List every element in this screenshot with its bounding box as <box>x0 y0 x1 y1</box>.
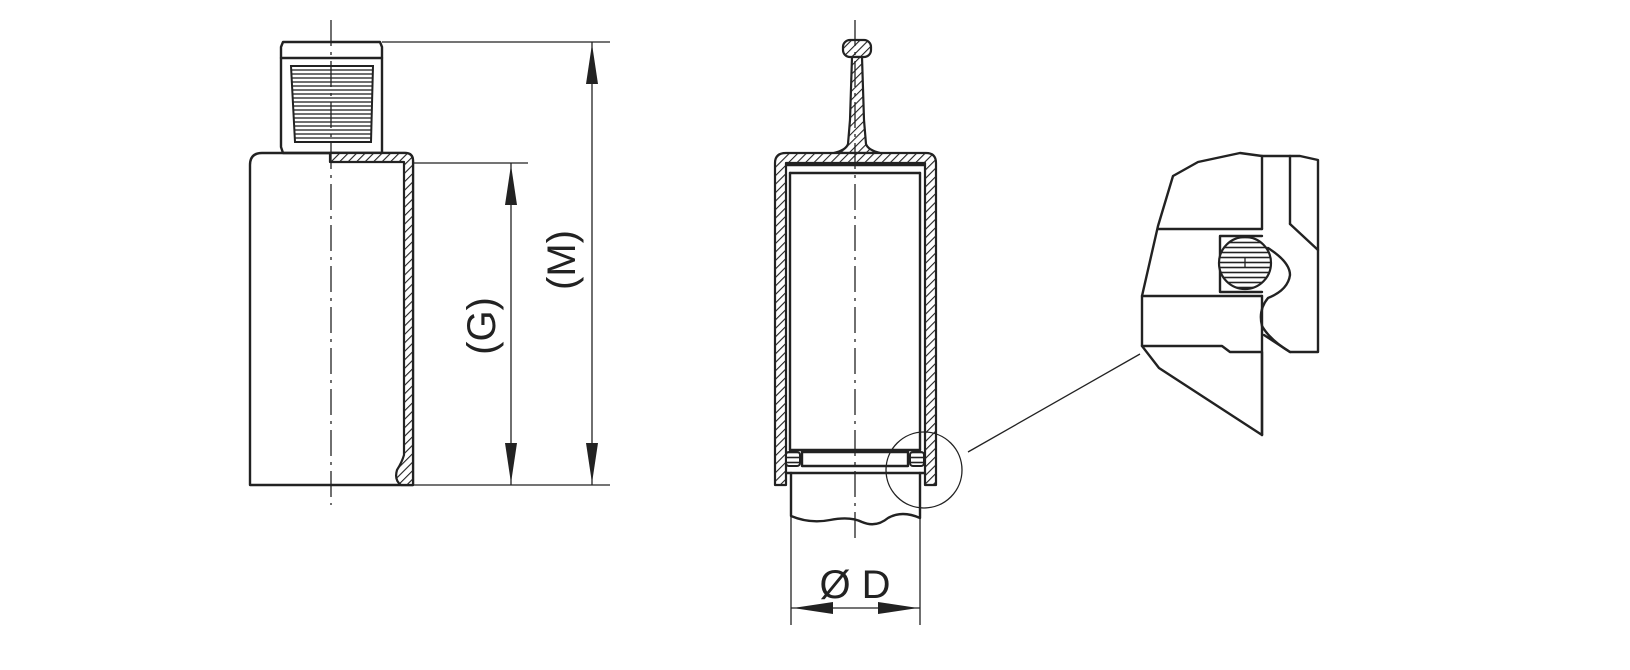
body-wall-section <box>328 151 415 487</box>
dimension-g-label: (G) <box>460 297 504 355</box>
dimension-d: Ø D <box>790 516 921 625</box>
hanger-pin <box>832 38 882 155</box>
detail-circle <box>885 431 963 509</box>
detail-leader <box>967 353 1141 453</box>
section-view: Ø D <box>773 20 1141 625</box>
dimension-d-label: Ø D <box>819 563 890 607</box>
dimension-g: (G) <box>460 163 517 485</box>
knob <box>279 40 384 155</box>
dimension-m: (M) <box>540 42 598 485</box>
side-view: (G) (M) <box>248 20 610 505</box>
dimension-m-label: (M) <box>540 230 584 290</box>
detail-outer-contour <box>1140 151 1320 437</box>
tube-below <box>789 471 922 526</box>
inner-insert <box>785 163 926 452</box>
detail-view <box>1140 151 1320 437</box>
cup-shell-section <box>773 151 938 487</box>
